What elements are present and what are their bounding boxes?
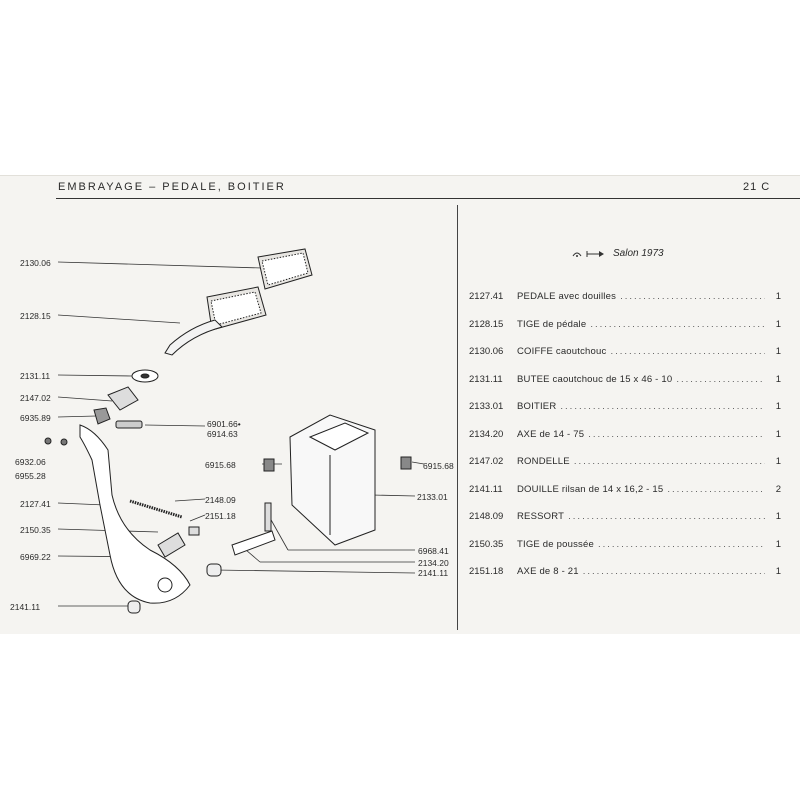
diagram-label-2131-11: 2131.11 <box>20 371 51 381</box>
header-rule <box>56 198 800 199</box>
part-description: AXE de 8 - 21 <box>517 566 579 577</box>
part-description: AXE de 14 - 75 <box>517 428 585 440</box>
part-ref: 2151.18 <box>469 566 504 577</box>
diagram-label-6932-06: 6932.06 <box>15 457 46 467</box>
diagram-label-2141-11-bottom: 2141.11 <box>10 602 41 612</box>
part-quantity: 1 <box>775 511 781 522</box>
diagram-label-6915-68-left: 6915.68 <box>205 460 236 470</box>
part-row: 2133.01 BOITIER..........................… <box>469 401 781 429</box>
part-quantity: 1 <box>775 538 781 550</box>
dot-leader: ........................................… <box>582 566 765 577</box>
part-quantity: 1 <box>775 456 781 467</box>
dot-leader: ........................................… <box>620 291 765 302</box>
part-row: 2130.06 COIFFE caoutchouc................… <box>469 346 781 374</box>
part-row: 2150.35 TIGE de poussée..................… <box>469 539 781 567</box>
diagram-label-2130-06: 2130.06 <box>20 258 51 268</box>
part-ref: 2133.01 <box>469 401 504 412</box>
part-description: DOUILLE rilsan de 14 x 16,2 - 15 <box>517 483 664 495</box>
dot-leader: ........................................… <box>573 456 765 467</box>
dot-leader: ........................................… <box>568 511 765 522</box>
parts-list: 2127.41 PEDALE avec douilles.............… <box>469 291 781 594</box>
part-quantity: 1 <box>775 566 781 577</box>
diagram-label-6955-28: 6955.28 <box>15 471 46 481</box>
part-ref: 2130.06 <box>469 346 504 357</box>
diagram-drawing <box>44 248 425 614</box>
part-ref: 2150.35 <box>469 538 504 550</box>
part-row: 2134.20 AXE de 14 - 75...................… <box>469 429 781 457</box>
part-description: PEDALE avec douilles <box>517 291 617 302</box>
part-quantity: 2 <box>775 483 781 495</box>
salon-note: Salon 1973 <box>613 248 664 259</box>
part-ref: 2131.11 <box>469 373 503 385</box>
exploded-diagram: 2130.06 2128.15 2131.11 2147.02 6935.89 … <box>0 205 457 630</box>
dot-leader: ........................................… <box>597 538 765 550</box>
part-description: RESSORT <box>517 511 565 522</box>
part-row: 2127.41 PEDALE avec douilles.............… <box>469 291 781 319</box>
page-number: 21 C <box>743 181 771 193</box>
part-quantity: 1 <box>775 346 781 357</box>
part-quantity: 1 <box>775 401 781 412</box>
model-change-arrow-icon <box>572 250 604 257</box>
diagram-label-2151-18: 2151.18 <box>205 511 236 521</box>
part-quantity: 1 <box>775 291 781 302</box>
diagram-label-2128-15: 2128.15 <box>20 311 51 321</box>
part-description: RONDELLE <box>517 456 570 467</box>
part-ref: 2128.15 <box>469 318 504 330</box>
part-description: BUTEE caoutchouc de 15 x 46 - 10 <box>517 373 673 385</box>
part-description: BOITIER <box>517 401 557 412</box>
diagram-label-6914-63: 6914.63 <box>207 429 238 439</box>
part-quantity: 1 <box>775 428 781 440</box>
part-ref: 2141.11 <box>469 483 503 495</box>
dot-leader: ........................................… <box>676 373 765 385</box>
page-title: EMBRAYAGE – PEDALE, BOITIER <box>58 181 286 193</box>
part-ref: 2148.09 <box>469 511 504 522</box>
part-description: TIGE de pédale <box>517 318 587 330</box>
part-ref: 2127.41 <box>469 291 504 302</box>
part-row: 2151.18 AXE de 8 - 21....................… <box>469 566 781 594</box>
part-description: TIGE de poussée <box>517 538 594 550</box>
dot-leader: ........................................… <box>590 318 765 330</box>
diagram-label-6968-41: 6968.41 <box>418 546 449 556</box>
part-ref: 2147.02 <box>469 456 504 467</box>
diagram-label-6935-89: 6935.89 <box>20 413 51 423</box>
diagram-label-2148-09: 2148.09 <box>205 495 236 505</box>
diagram-label-2147-02: 2147.02 <box>20 393 51 403</box>
diagram-label-6969-22: 6969.22 <box>20 552 51 562</box>
part-row: 2131.11 BUTEE caoutchouc de 15 x 46 - 10.… <box>469 374 781 402</box>
dot-leader: ........................................… <box>610 346 765 357</box>
column-divider <box>457 205 458 630</box>
part-quantity: 1 <box>775 373 781 385</box>
diagram-label-2127-41: 2127.41 <box>20 499 51 509</box>
diagram-label-2141-11-right: 2141.11 <box>418 568 449 578</box>
part-description: COIFFE caoutchouc <box>517 346 607 357</box>
dot-leader: ........................................… <box>667 483 765 495</box>
diagram-label-2150-35: 2150.35 <box>20 525 51 535</box>
diagram-label-2134-20: 2134.20 <box>418 558 449 568</box>
part-row: 2128.15 TIGE de pédale...................… <box>469 319 781 347</box>
salon-legend: Salon 1973 <box>571 248 664 259</box>
part-quantity: 1 <box>775 318 781 330</box>
diagram-label-6915-68-right: 6915.68 <box>423 461 454 471</box>
diagram-label-6901-66: 6901.66• <box>207 419 241 429</box>
diagram-label-2133-01: 2133.01 <box>417 492 448 502</box>
part-row: 2141.11 DOUILLE rilsan de 14 x 16,2 - 15.… <box>469 484 781 512</box>
part-row: 2148.09 RESSORT..........................… <box>469 511 781 539</box>
dot-leader: ........................................… <box>560 401 765 412</box>
part-row: 2147.02 RONDELLE.........................… <box>469 456 781 484</box>
part-ref: 2134.20 <box>469 428 504 440</box>
dot-leader: ........................................… <box>588 428 765 440</box>
